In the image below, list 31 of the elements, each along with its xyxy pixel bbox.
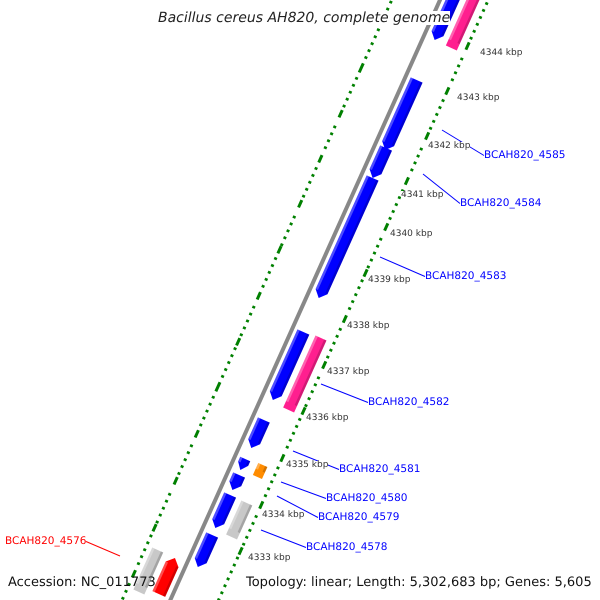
tick-label: 4342 kbp — [428, 142, 470, 150]
leader-line — [86, 541, 120, 556]
leader-line — [280, 482, 326, 499]
genome-info-text: Topology: linear; Length: 5,302,683 bp; Genes: 5,605 — [246, 576, 592, 588]
leader-line — [380, 256, 426, 277]
tick-label: 4335 kbp — [286, 460, 328, 470]
tick-label: 4343 kbp — [457, 94, 500, 102]
gene-label: BCAH820_4581 — [339, 464, 420, 474]
tick-label: 4334 kbp — [262, 510, 304, 520]
leader-line — [276, 496, 318, 518]
gene-label: BCAH820_4579 — [318, 512, 400, 522]
gene-label: BCAH820_4578 — [306, 542, 388, 552]
tick-label: 4338 kbp — [347, 322, 390, 330]
leader-line — [422, 174, 460, 204]
leader-line — [320, 384, 368, 403]
tick-label: 4336 kbp — [306, 414, 348, 422]
leader-line — [442, 130, 484, 156]
gene-label: BCAH820_4576 — [5, 536, 86, 546]
gene-label: BCAH820_4584 — [460, 198, 542, 208]
gene-label: BCAH820_4583 — [425, 270, 506, 281]
tick-label: 4340 kbp — [390, 230, 432, 238]
tick-label: 4339 kbp — [368, 276, 410, 284]
gene-label: BCAH820_4585 — [484, 150, 566, 160]
tick-label: 4333 kbp — [248, 554, 290, 562]
gene-label: BCAH820_4582 — [368, 396, 450, 407]
gene-label: BCAH820_4580 — [326, 492, 408, 503]
tick-label: 4337 kbp — [327, 368, 370, 376]
tick-label: 4344 kbp — [480, 48, 522, 58]
leader-line — [260, 530, 306, 548]
accession-text: Accession: NC_011773 — [8, 576, 156, 588]
tick-label: 4341 kbp — [401, 190, 444, 200]
